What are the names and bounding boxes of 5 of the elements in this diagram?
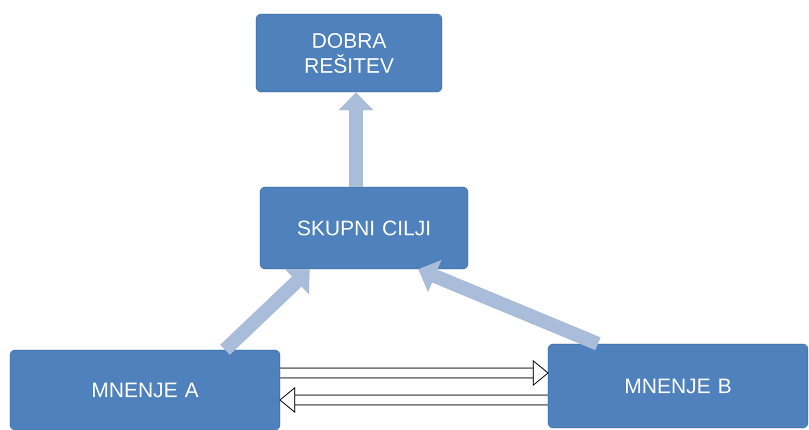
process-box: DOBRA REŠITEV [256,14,442,92]
block-arrow [220,268,310,355]
process-box: SKUPNI CILJI [260,186,468,270]
process-box: MNENJE B [548,344,808,428]
process-box: MNENJE A [10,350,280,430]
